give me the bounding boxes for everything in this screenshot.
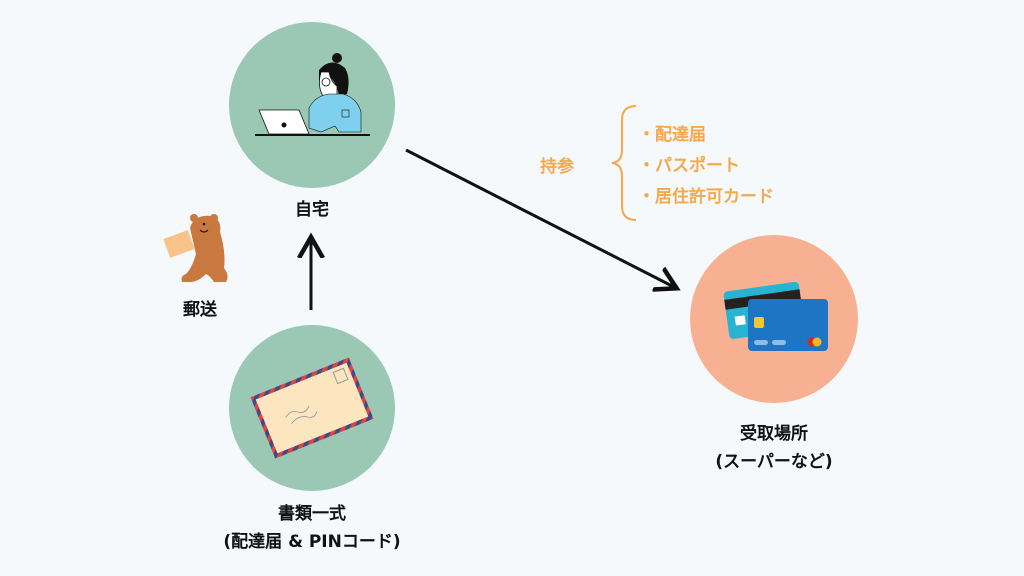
documents-subtitle: (配達届 & PINコード) (223, 532, 401, 552)
pickup-title: 受取場所 (740, 424, 808, 444)
bear-carrying-package-icon (163, 214, 228, 282)
mail-label: 郵送 (183, 300, 217, 320)
documents-circle (229, 325, 395, 491)
brace (611, 105, 637, 221)
pickup-subtitle: (スーパーなど) (715, 452, 833, 472)
person-at-laptop-icon (255, 53, 370, 136)
bring-item: ・居住許可カード (638, 187, 774, 207)
credit-cards-icon (723, 281, 828, 351)
bring-item: ・配達届 (638, 125, 706, 145)
home-label: 自宅 (295, 200, 329, 220)
arrow-home-to-pickup (405, 148, 674, 287)
documents-label: 書類一式 (配達届 & PINコード) (180, 500, 444, 556)
pickup-label: 受取場所 (スーパーなど) (694, 420, 854, 476)
documents-title: 書類一式 (278, 504, 346, 524)
bring-item: ・パスポート (638, 156, 740, 176)
envelope-icon (250, 357, 374, 459)
bring-label: 持参 (540, 157, 574, 177)
home-circle (229, 22, 395, 188)
pickup-circle (690, 235, 858, 403)
